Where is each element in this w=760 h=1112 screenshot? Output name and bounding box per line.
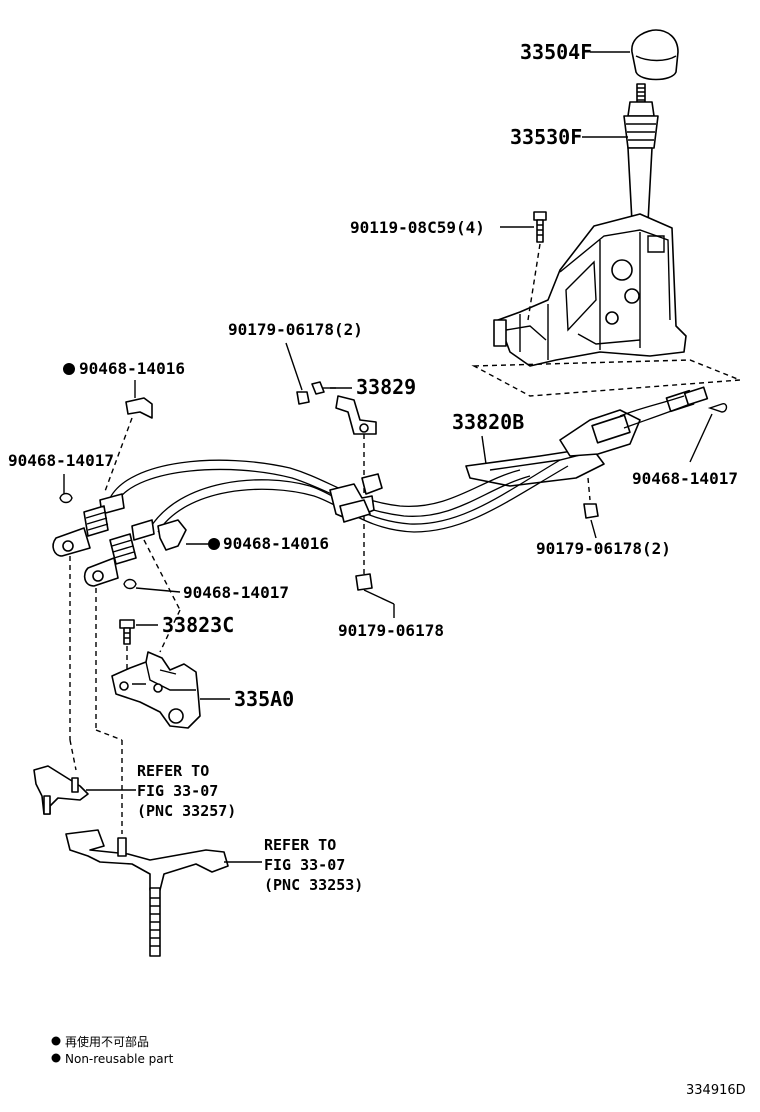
label-nut-bottom: 90179-06178 bbox=[338, 621, 444, 640]
nut-right-dash bbox=[587, 477, 591, 501]
label-cable-assy: 33820B bbox=[452, 410, 524, 434]
clip-left bbox=[59, 492, 73, 504]
label-clip-33829: 33829 bbox=[356, 375, 416, 399]
label-clip-nr-top: 90468-14016 bbox=[79, 359, 185, 378]
housing-outline bbox=[471, 359, 741, 397]
legend-en: Non-reusable part bbox=[65, 1052, 174, 1066]
shift-lever bbox=[623, 83, 659, 223]
label-clip-mid: 90468-14017 bbox=[183, 583, 289, 602]
cable-bracket-top bbox=[335, 395, 377, 435]
label-clip-right: 90468-14017 bbox=[632, 469, 738, 488]
label-bolt-33823C: 33823C bbox=[162, 613, 234, 637]
label-nut-right: 90179-06178(2) bbox=[536, 539, 671, 558]
clip-nr-mid bbox=[157, 519, 187, 551]
refer2-line1: REFER TO bbox=[264, 836, 336, 854]
bolt-33823C bbox=[119, 619, 135, 645]
label-clip-nr-mid: 90468-14016 bbox=[223, 534, 329, 553]
lever-small bbox=[33, 765, 89, 815]
label-bracket: 335A0 bbox=[234, 687, 294, 711]
legend-dot-2 bbox=[51, 1053, 61, 1063]
cable-bracket-mid bbox=[329, 473, 383, 523]
nonreusable-dot-1 bbox=[63, 363, 75, 375]
label-clip-left: 90468-14017 bbox=[8, 451, 114, 470]
nonreusable-dot-2 bbox=[208, 538, 220, 550]
refer1-line3: (PNC 33257) bbox=[137, 802, 236, 820]
refer2-line2: FIG 33-07 bbox=[264, 856, 345, 874]
refer2-line3: (PNC 33253) bbox=[264, 876, 363, 894]
clip-33829 bbox=[311, 381, 336, 395]
clip-mid bbox=[123, 578, 137, 590]
clip-nr-top bbox=[125, 397, 153, 419]
nut-bottom bbox=[355, 573, 373, 591]
cable-end-1 bbox=[52, 493, 125, 557]
figure-code: 334916D bbox=[686, 1083, 746, 1098]
lever-large bbox=[65, 829, 229, 957]
label-lever: 33530F bbox=[510, 125, 582, 149]
label-bolt-housing: 90119-08C59(4) bbox=[350, 218, 485, 237]
cable-end-2 bbox=[83, 519, 155, 587]
shift-housing bbox=[493, 213, 687, 367]
cable-1 bbox=[109, 459, 521, 507]
shift-knob bbox=[631, 29, 679, 81]
refer1-line2: FIG 33-07 bbox=[137, 782, 218, 800]
label-nut-top: 90179-06178(2) bbox=[228, 320, 363, 339]
legend-cn: 再使用不可部品 bbox=[65, 1034, 149, 1049]
nut-right bbox=[583, 503, 599, 519]
refer1-line1: REFER TO bbox=[137, 762, 209, 780]
legend-dot-1 bbox=[51, 1036, 61, 1046]
bolt-housing bbox=[533, 211, 547, 243]
nut-top bbox=[296, 391, 310, 405]
clip-right bbox=[707, 403, 728, 413]
label-knob: 33504F bbox=[520, 40, 592, 64]
bracket-335A0 bbox=[111, 651, 201, 729]
